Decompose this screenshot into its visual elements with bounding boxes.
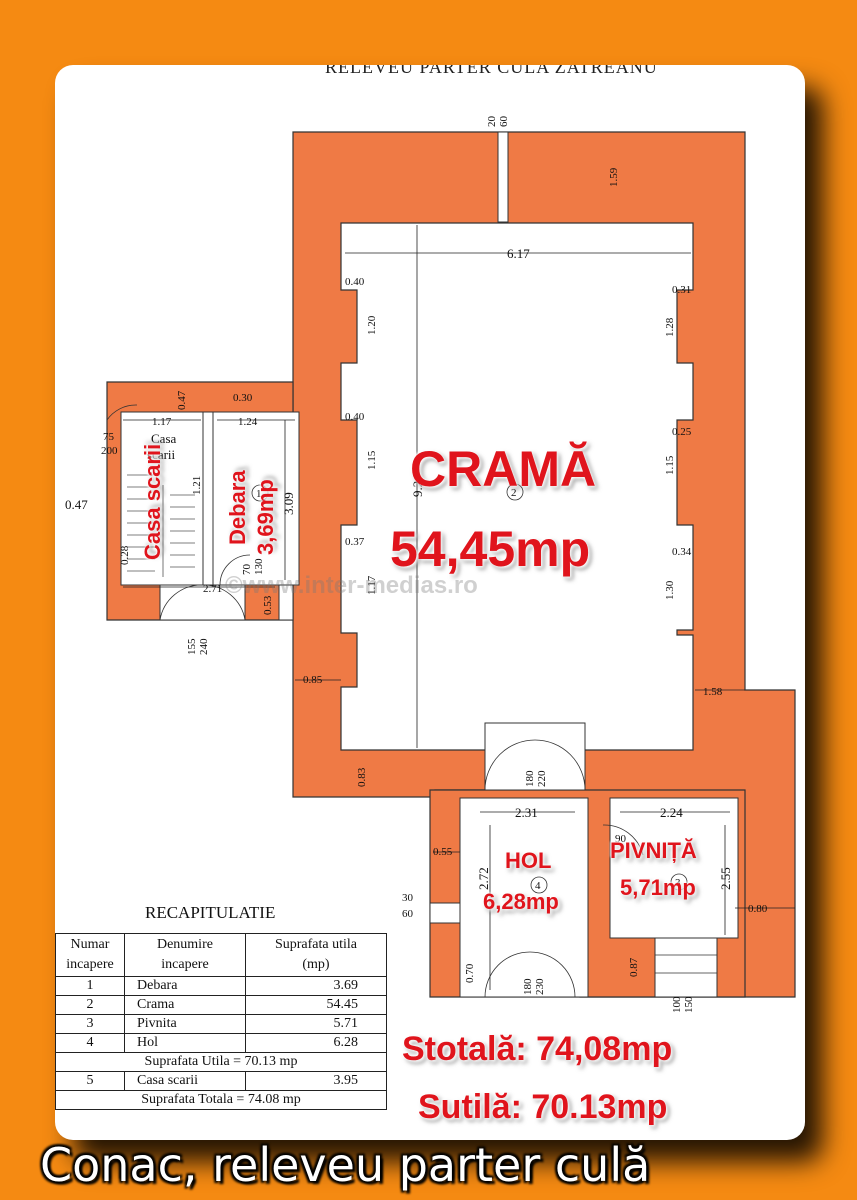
dim-hol-272: 2.72: [476, 867, 491, 890]
dim-right-130: 1.30: [664, 580, 676, 600]
room-number-3: 3: [675, 877, 681, 889]
stair-room: [120, 411, 204, 586]
debara-room: [202, 411, 300, 586]
dim-stair-121: 1.21: [191, 476, 203, 495]
dim-door-150: 150: [683, 996, 695, 1013]
sheet-title: RELEVEU PARTER CULA ZATREANU: [325, 65, 658, 77]
stair-steps: [127, 474, 195, 577]
dim-left-115: 1.15: [366, 450, 378, 470]
pivnita-area: 5,71mp: [620, 875, 696, 900]
dim-wall-083: 0.83: [356, 767, 368, 787]
dim-door-155: 155: [186, 638, 198, 655]
recap-title: RECAPITULATIE: [145, 903, 276, 922]
room-circle-3: [670, 873, 688, 891]
crama-area: 54,45mp: [390, 521, 591, 577]
footer-caption: Conac, releveu parter culă: [40, 1138, 651, 1192]
utila-area-label: Sutilă: 70.13mp: [418, 1088, 668, 1126]
dim-door-180b: 180: [522, 978, 534, 995]
casa-scarii-small-2: scarii: [147, 447, 176, 462]
watermark: ©www.inter-medias.ro: [225, 572, 478, 599]
dim-piv-087: 0.87: [628, 957, 640, 977]
dim-top-20: 20: [486, 116, 498, 128]
recap-total-row: Suprafata Totala = 74.08 mp: [55, 1090, 387, 1110]
dim-right-034: 0.34: [672, 546, 692, 558]
dim-stair-047-top: 0.47: [176, 390, 188, 410]
dim-door-75: 75: [103, 431, 115, 443]
dim-wall-053: 0.53: [262, 595, 274, 615]
dim-stair-047-left: 0.47: [65, 497, 88, 512]
dim-left-120: 1.20: [366, 315, 378, 335]
dim-top-wall: 1.59: [608, 167, 620, 187]
dim-stair-028: 0.28: [119, 545, 131, 565]
dim-crama-height: 9.2: [410, 481, 425, 497]
dim-door-230: 230: [534, 978, 546, 995]
dim-door-30: 30: [402, 892, 414, 904]
dim-left-117: 1.17: [366, 575, 378, 595]
dim-door-240: 240: [198, 638, 210, 655]
room-number-1: 1: [256, 488, 262, 500]
dim-door-100: 100: [671, 996, 683, 1013]
dim-right-031: 0.31: [672, 284, 691, 296]
dim-hol-055: 0.55: [433, 846, 453, 858]
dim-door-220: 220: [536, 770, 548, 787]
floor-plan: 2 1 4 3 20 60 1.59 6.17 9.2 0.40 1.20 0.…: [65, 116, 796, 1013]
dim-right-025: 0.25: [672, 426, 692, 438]
room-number-2: 2: [511, 487, 517, 499]
dim-piv-90: 90: [615, 833, 627, 845]
room-circle-1: [251, 484, 269, 502]
dim-hol-231: 2.31: [515, 805, 538, 820]
dim-hol-070: 0.70: [464, 963, 476, 983]
dim-right-115: 1.15: [664, 455, 676, 475]
dim-right-128: 1.28: [664, 317, 676, 337]
dim-debara-309: 3.09: [281, 492, 296, 515]
dim-wall-085: 0.85: [303, 674, 323, 686]
dim-debara-030: 0.30: [233, 392, 253, 404]
debara-area: 3,69mp: [253, 479, 278, 555]
room-circle-4: [530, 876, 548, 894]
crama-label: CRAMĂ: [410, 441, 597, 497]
dim-piv-224: 2.24: [660, 805, 683, 820]
room-circle-2: [506, 483, 524, 501]
casa-scarii-label: Casa scarii: [140, 443, 165, 560]
dim-crama-width: 6.17: [507, 246, 530, 261]
total-area-label: Stotală: 74,08mp: [402, 1030, 673, 1068]
dim-door-70: 70: [241, 564, 253, 576]
dim-left-040b: 0.40: [345, 411, 365, 423]
hol-label: HOL: [505, 848, 552, 873]
top-wall-vent: [497, 131, 509, 223]
dim-top-60: 60: [498, 116, 510, 128]
dim-left-040a: 0.40: [345, 276, 365, 288]
dim-door-130: 130: [253, 558, 265, 575]
dim-debara-124: 1.24: [238, 416, 258, 428]
room-number-4: 4: [535, 880, 541, 892]
dim-piv-255: 2.55: [718, 867, 733, 890]
dim-door-60: 60: [402, 908, 414, 920]
hol-area: 6,28mp: [483, 889, 559, 914]
hol-room: [459, 797, 589, 998]
dim-stair-271: 2.71: [203, 583, 222, 595]
pivnita-room: [609, 797, 739, 939]
pivnita-label: PIVNIȚĂ: [610, 838, 697, 863]
dim-door-180a: 180: [524, 770, 536, 787]
recap-header-area: Suprafata utila(mp): [244, 933, 388, 977]
debara-label: Debara: [225, 470, 250, 545]
dim-left-037: 0.37: [345, 536, 365, 548]
dim-stair-117: 1.17: [152, 416, 172, 428]
dim-piv-080: 0.80: [748, 903, 768, 915]
dim-right-158: 1.58: [703, 686, 723, 698]
recap-subtotal-row: Suprafata Utila = 70.13 mp: [55, 1052, 387, 1072]
dim-door-200: 200: [101, 445, 118, 457]
casa-scarii-small-1: Casa: [151, 431, 177, 446]
floor-plan-sheet: RELEVEU PARTER CULA ZATREANU: [55, 65, 805, 1140]
